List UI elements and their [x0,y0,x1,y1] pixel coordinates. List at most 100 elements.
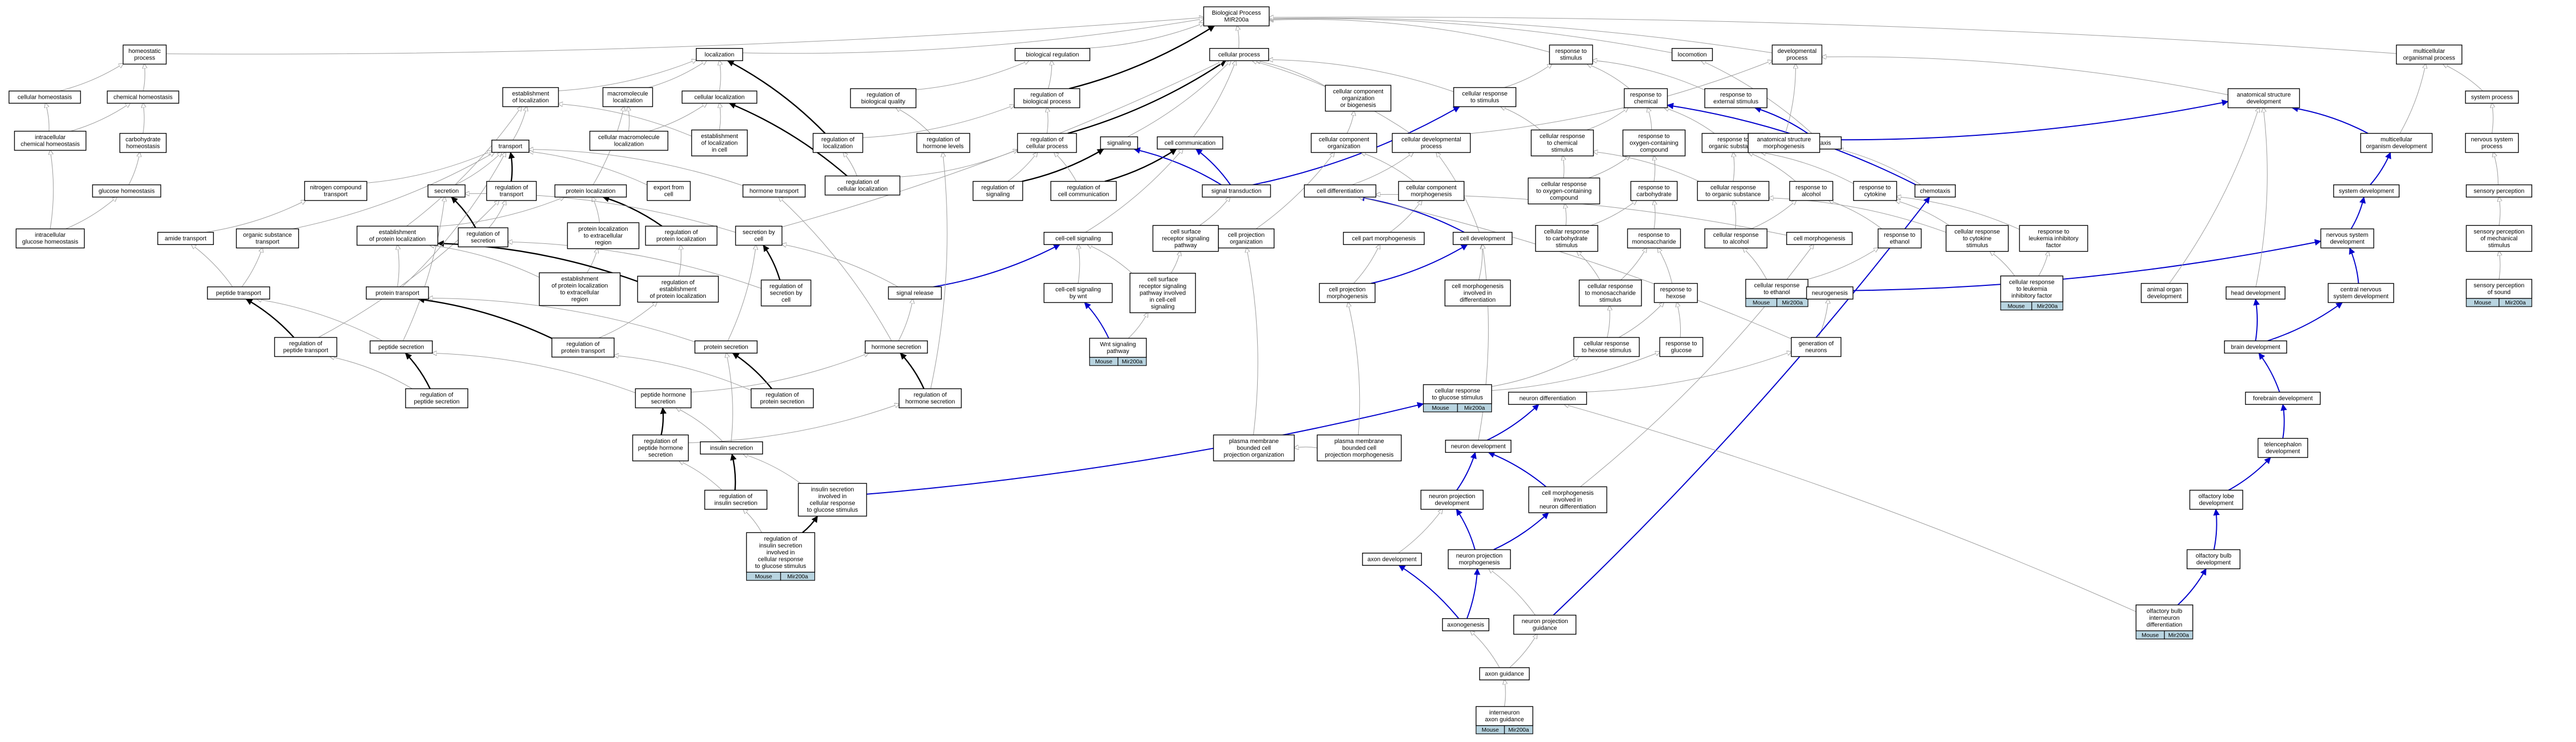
go-term-node[interactable]: peptide secretion [370,340,433,354]
go-term-node[interactable]: head development [2226,286,2286,300]
go-term-node[interactable]: secretion [427,184,466,198]
go-term-node[interactable]: protein transport [366,286,429,300]
go-term-node[interactable]: cell communication [1157,136,1223,149]
go-term-node[interactable]: signaling [1100,136,1138,149]
go-term-node[interactable]: cell development [1453,232,1513,245]
go-term-node[interactable]: cellular homeostasis [8,91,81,104]
go-term-node[interactable]: neuron differentiation [1508,392,1587,405]
go-term-node[interactable]: hormone transport [742,184,806,198]
go-term-node[interactable]: axon guidance [1479,667,1530,680]
go-term-node[interactable]: brain development [2224,340,2287,354]
go-term-node[interactable]: glucose homeostasis [92,184,162,198]
go-term-node[interactable]: neurogenesis [1806,286,1854,300]
go-term-node[interactable]: signal transduction [1201,184,1271,198]
go-term-node[interactable]: axonogenesis [1442,618,1490,631]
go-term-node[interactable]: axon development [1362,553,1422,566]
go-term-node[interactable]: localization [695,48,743,61]
go-term-node[interactable]: peptide transport [207,286,270,300]
go-term-node[interactable]: cell morphogenesis [1786,232,1853,245]
go-term-node[interactable]: hormone secretion [865,340,928,354]
go-term-node[interactable]: cell differentiation [1304,184,1377,198]
go-term-node[interactable]: protein localization [554,184,627,198]
go-term-node[interactable]: cell-cell signaling [1043,232,1113,245]
go-term-node[interactable]: cellular process [1209,48,1269,61]
go-term-node[interactable]: chemotaxis [1914,184,1956,198]
go-term-node[interactable]: neuron development [1445,440,1512,453]
go-term-node[interactable]: forebrain development [2245,392,2321,405]
go-term-node[interactable]: system process [2465,91,2519,104]
go-term-node[interactable]: cell part morphogenesis [1343,232,1425,245]
go-term-node[interactable]: olfactory bulbinterneurondifferentiation… [2135,605,2193,639]
go-term-node[interactable]: system development [2333,184,2400,198]
